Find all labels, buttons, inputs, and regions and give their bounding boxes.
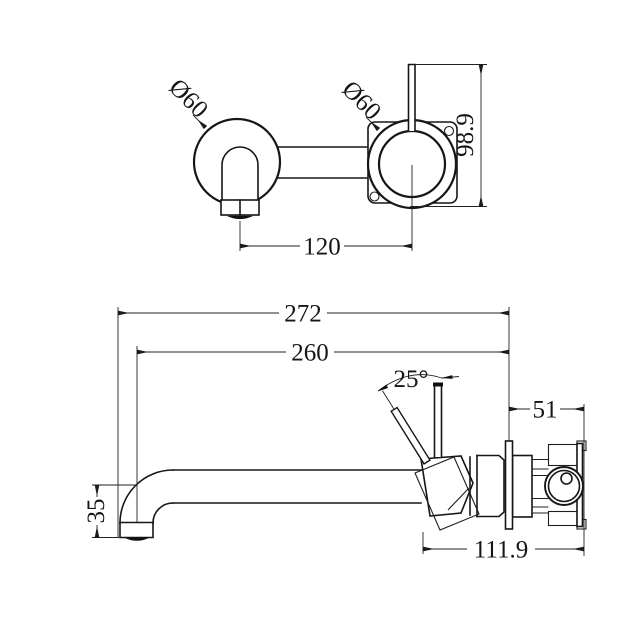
- dim-spout-escutcheon-diameter-label: Ø60: [164, 74, 214, 124]
- plan-handle-escutcheon: [366, 63, 458, 251]
- side-spout-aerator: [124, 537, 150, 541]
- side-view: 25° 272 260 51 111.9: [82, 301, 587, 564]
- dim-handle-angle-label: 25°: [394, 366, 429, 393]
- dim-handle-escutcheon-diameter-label: Ø60: [337, 76, 387, 126]
- plan-handle-lever: [407, 63, 416, 132]
- dim-spout-drop-label: 35: [83, 499, 110, 524]
- trim-plate-edge: [504, 440, 514, 530]
- dim-valve-body-length-label: 111.9: [474, 537, 528, 564]
- side-handle-vertical: [433, 382, 443, 458]
- dim-overall-projection: 272: [117, 301, 510, 537]
- cartridge-housing-phantom: [414, 456, 480, 531]
- inlet-pipes: [532, 458, 549, 514]
- dim-in-wall-depth: 51: [508, 397, 585, 556]
- outlet-connection: [544, 466, 584, 506]
- dim-handle-length: 98.9: [410, 64, 487, 207]
- dim-handle-angle: 25°: [377, 366, 460, 393]
- dim-spout-drop: 35: [82, 484, 137, 538]
- dim-centre-to-centre: 120: [239, 221, 413, 261]
- body-hub: [511, 454, 533, 518]
- side-handle-tilted: [382, 390, 431, 465]
- cartridge-housing: [420, 455, 474, 517]
- dim-overall-projection-label: 272: [284, 301, 322, 328]
- spout-aerator: [226, 215, 254, 220]
- plan-connecting-pipe: [277, 146, 371, 179]
- side-spout: [119, 469, 422, 541]
- fixing-screw: [560, 472, 573, 485]
- dim-handle-length-label: 98.9: [452, 113, 479, 157]
- dim-centre-to-centre-label: 120: [303, 234, 341, 261]
- plan-spout-escutcheon: [192, 117, 282, 220]
- side-valve-body: [414, 440, 587, 531]
- dim-in-wall-depth-label: 51: [533, 397, 558, 424]
- dim-valve-body-length: 111.9: [422, 532, 585, 564]
- plan-view: Ø60 Ø60 120 98.9: [164, 63, 487, 261]
- dim-spout-projection-label: 260: [291, 340, 329, 367]
- dim-spout-projection: 260: [136, 340, 510, 522]
- dim-spout-escutcheon-diameter: Ø60: [164, 74, 214, 130]
